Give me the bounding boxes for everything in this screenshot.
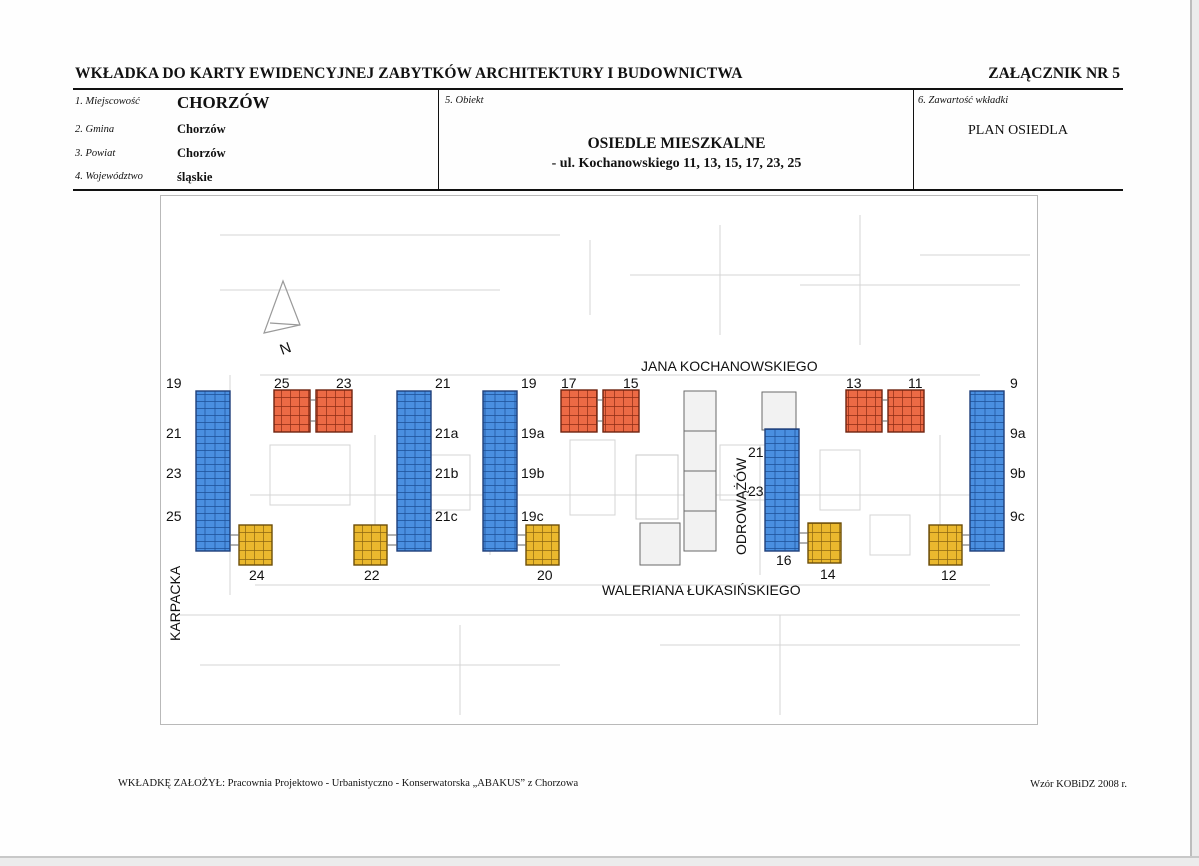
num-block5-top: 9 [1010, 375, 1018, 391]
num-block1-r2: 21 [166, 425, 182, 441]
header-divider-1 [438, 89, 440, 189]
yellow-building-12 [928, 524, 963, 566]
header-rule-top [73, 88, 1123, 90]
num-block1-r4: 25 [166, 508, 182, 524]
num-block5-r2: 9a [1010, 425, 1026, 441]
document-title: WKŁADKA DO KARTY EWIDENCYJNEJ ZABYTKÓW A… [75, 65, 743, 82]
street-south: WALERIANA ŁUKASIŃSKIEGO [602, 582, 801, 598]
footer-template: Wzór KOBiDZ 2008 r. [1030, 779, 1127, 790]
red-connectors [310, 399, 888, 422]
blue-blocks [195, 390, 1005, 552]
building-numbers: 19 21 23 25 25 23 21 21a 21b 21c 19 19a … [166, 375, 1026, 583]
red-building-11 [887, 389, 925, 433]
object-label: 5. Obiekt [445, 95, 484, 106]
commune-value: Chorzów [177, 122, 226, 136]
footer-author: WKŁADKĘ ZAŁOŻYŁ: Pracownia Projektowo - … [118, 778, 579, 789]
red-buildings [273, 389, 925, 433]
province-value: śląskie [177, 170, 213, 184]
north-arrow-icon [263, 279, 301, 334]
num-block1-r3: 23 [166, 465, 182, 481]
yellow-building-14 [807, 522, 842, 564]
red-building-13 [845, 389, 883, 433]
location-label: 1. Miejscowość [75, 96, 140, 107]
num-block3-r4: 19c [521, 508, 544, 524]
yellow-building-24 [238, 524, 273, 566]
yellow-building-20 [525, 524, 560, 566]
num-yellow-20: 20 [537, 567, 553, 583]
red-building-23 [315, 389, 353, 433]
object-address: - ul. Kochanowskiego 11, 13, 15, 17, 23,… [551, 156, 802, 171]
num-yellow-22: 22 [364, 567, 380, 583]
num-red3-right: 11 [908, 375, 923, 391]
site-plan-map: N JANA KOCHANOWSKIEGO WALERIANA ŁUKASIŃS… [160, 195, 1038, 725]
location-value: CHORZÓW [177, 93, 270, 112]
county-value: Chorzów [177, 146, 226, 160]
num-red2-right: 15 [623, 375, 639, 391]
num-red3-left: 13 [846, 375, 862, 391]
num-yellow-14: 14 [820, 566, 836, 582]
num-block4-r2: 21 [748, 444, 764, 460]
content-value: PLAN OSIEDLA [968, 123, 1068, 138]
blue-block-21 [396, 390, 432, 552]
num-block2-r4: 21c [435, 508, 458, 524]
map-frame [160, 195, 1038, 725]
yellow-connectors [230, 532, 970, 546]
num-yellow-24: 24 [249, 567, 265, 583]
red-building-25 [273, 389, 311, 433]
num-block2-r3: 21b [435, 465, 459, 481]
grey-block-divisions [684, 430, 716, 512]
street-middle: ODROWĄŻÓW [732, 457, 749, 555]
num-yellow-12: 12 [941, 567, 957, 583]
yellow-building-22 [353, 524, 388, 566]
red-building-15 [602, 389, 640, 433]
num-block4-bottom: 16 [776, 552, 792, 568]
blue-block-9 [969, 390, 1005, 552]
blue-block-odrowazow [764, 428, 800, 552]
num-block2-r2: 21a [435, 425, 459, 441]
commune-label: 2. Gmina [75, 124, 115, 135]
grey-outline [635, 454, 679, 520]
blue-block-19 [482, 390, 518, 552]
num-block3-r3: 19b [521, 465, 545, 481]
num-block5-r4: 9c [1010, 508, 1025, 524]
province-label: 4. Województwo [75, 171, 143, 182]
annex-label: ZAŁĄCZNIK NR 5 [988, 65, 1120, 82]
num-block5-r3: 9b [1010, 465, 1026, 481]
yellow-buildings [238, 522, 963, 566]
object-title: OSIEDLE MIESZKALNE [587, 135, 766, 152]
red-building-17 [560, 389, 598, 433]
page-edge-right [1190, 0, 1199, 866]
num-block1-top: 19 [166, 375, 182, 391]
grey-building-top [761, 391, 797, 431]
num-red1-right: 23 [336, 375, 352, 391]
header-rule-bottom [73, 189, 1123, 191]
num-block3-top: 19 [521, 375, 537, 391]
num-block2-top: 21 [435, 375, 451, 391]
county-label: 3. Powiat [75, 148, 116, 159]
page-edge-bottom [0, 856, 1199, 866]
grey-pavilion [639, 522, 681, 566]
content-label: 6. Zawartość wkładki [918, 95, 1009, 106]
header-divider-2 [913, 89, 915, 189]
blue-block-karpacka [195, 390, 231, 552]
num-block3-r2: 19a [521, 425, 545, 441]
num-block4-r3: 23 [748, 483, 764, 499]
num-red2-left: 17 [561, 375, 577, 391]
num-red1-left: 25 [274, 375, 290, 391]
street-north: JANA KOCHANOWSKIEGO [641, 358, 818, 374]
street-west: KARPACKA [167, 565, 183, 641]
